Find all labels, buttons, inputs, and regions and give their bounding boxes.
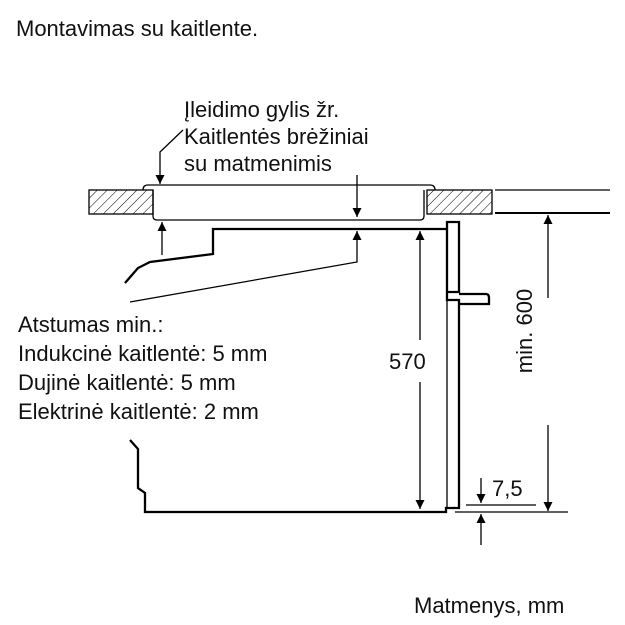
dimension-text: min. 600 <box>512 288 537 374</box>
hob <box>142 184 436 221</box>
recess-depth-callout: Įleidimo gylis žr. Kaitlentės brėžiniai … <box>184 96 369 177</box>
clearance-item: Elektrinė kaitlentė: 2 mm <box>18 399 259 424</box>
worktop <box>88 189 610 215</box>
units-label: Matmenys, mm <box>414 593 565 618</box>
clearance-heading: Atstumas min.: <box>18 312 164 337</box>
callout-line: Kaitlentės brėžiniai <box>184 124 369 149</box>
callout-line: Įleidimo gylis žr. <box>184 97 340 122</box>
clearance-item: Dujinė kaitlentė: 5 mm <box>18 370 236 395</box>
clearance-arrows <box>129 222 362 303</box>
page-title: Montavimas su kaitlente. <box>16 16 259 41</box>
dimension-label-570: 570 <box>389 349 426 374</box>
callout-line: su matmenimis <box>184 151 332 176</box>
dimension-label-7-5: 7,5 <box>492 476 523 501</box>
clearance-notes: Atstumas min.: Indukcinė kaitlentė: 5 mm… <box>18 310 267 426</box>
dimension-7-5 <box>455 478 568 545</box>
clearance-item: Indukcinė kaitlentė: 5 mm <box>18 341 268 366</box>
callout-leader <box>155 129 362 217</box>
oven-body <box>124 220 491 514</box>
